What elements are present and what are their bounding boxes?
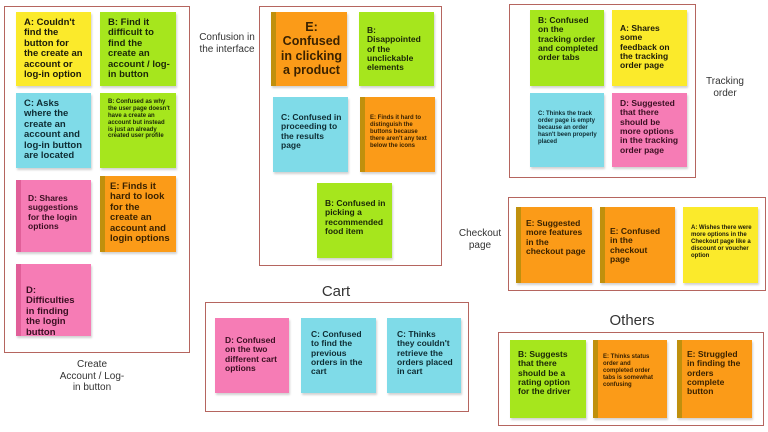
sticky-note: C: Confused in proceeding to the results… bbox=[273, 97, 348, 172]
group-label-interface: Confusion in the interface bbox=[199, 32, 255, 55]
sticky-note: E: Thinks status order and completed ord… bbox=[593, 340, 667, 418]
sticky-note: D: Confused on the two different cart op… bbox=[215, 318, 289, 393]
sticky-note: C: Thinks the track order page is empty … bbox=[530, 93, 604, 167]
sticky-note: B: Confused in picking a recommended foo… bbox=[317, 183, 392, 258]
sticky-note: A: Wishes there were more options in the… bbox=[683, 207, 758, 283]
sticky-note: E: Suggested more features in the checko… bbox=[516, 207, 592, 283]
group-label-others: Others bbox=[609, 312, 655, 329]
sticky-note: B: Confused as why the user page doesn't… bbox=[100, 93, 176, 168]
sticky-note: D: Difficulties in finding the login but… bbox=[16, 264, 91, 336]
sticky-note: E: Confused in the checkout page bbox=[600, 207, 675, 283]
sticky-note: B: Confused on the tracking order and co… bbox=[530, 10, 604, 86]
group-label-create-account: Create Account / Log-in button bbox=[59, 359, 125, 393]
sticky-note: C: Confused to find the previous orders … bbox=[301, 318, 376, 393]
sticky-note: D: Suggested that there should be more o… bbox=[612, 93, 687, 167]
sticky-note: C: Asks where the create an account and … bbox=[16, 93, 91, 168]
sticky-note: B: Disappointed of the unclickable eleme… bbox=[359, 12, 434, 86]
sticky-note: A: Couldn't find the button for the crea… bbox=[16, 12, 91, 86]
group-label-cart: Cart bbox=[321, 283, 351, 300]
sticky-note: C: Thinks they couldn't retrieve the ord… bbox=[387, 318, 461, 393]
sticky-note: B: Find it difficult to find the create … bbox=[100, 12, 176, 86]
sticky-note: A: Shares some feedback on the tracking … bbox=[612, 10, 687, 86]
sticky-note: E: Finds it hard to look for the create … bbox=[100, 176, 176, 252]
group-label-tracking: Tracking order bbox=[706, 76, 744, 99]
sticky-note: B: Suggests that there should be a ratin… bbox=[510, 340, 586, 418]
group-label-checkout: Checkout page bbox=[458, 228, 502, 251]
sticky-note: E: Finds it hard to distinguish the butt… bbox=[360, 97, 435, 172]
sticky-note: D: Shares suggestions for the login opti… bbox=[16, 180, 91, 252]
sticky-note: E: Confused in clicking a product bbox=[271, 12, 347, 86]
sticky-note: E: Struggled in finding the orders compl… bbox=[677, 340, 752, 418]
